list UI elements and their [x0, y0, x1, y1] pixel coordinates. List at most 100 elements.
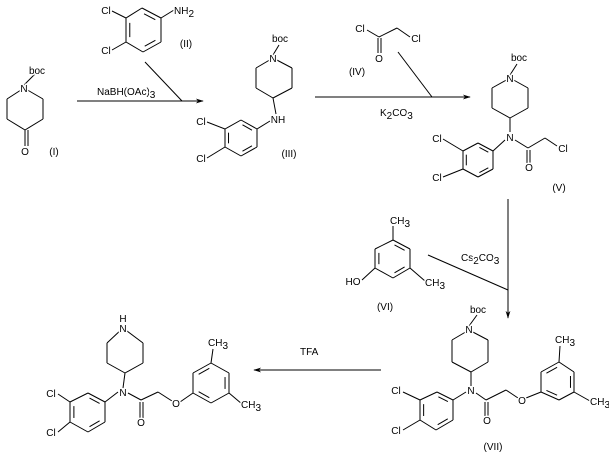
- subscript: 2: [473, 256, 479, 267]
- atom-o: O: [21, 147, 29, 158]
- reagent-step1: NaBH(OAc)3: [97, 87, 156, 101]
- bond: [122, 372, 126, 389]
- compound-label: (IV): [349, 67, 365, 78]
- atom-cl: Cl: [46, 428, 55, 439]
- subscript: 3: [222, 341, 228, 352]
- atom-ch3: CH3: [208, 338, 228, 352]
- bond: [468, 314, 478, 327]
- atom-n: N: [506, 74, 513, 85]
- ring-bond: [558, 391, 575, 401]
- atom-nh2: NH2: [174, 6, 194, 20]
- compound-label: (III): [282, 149, 297, 160]
- compound-final: H N N Cl Cl O O CH3 CH3: [45, 313, 263, 441]
- reagent-line: [427, 254, 509, 291]
- atom-o: O: [375, 54, 383, 65]
- atom-ch: CH: [241, 400, 255, 411]
- bond: [475, 392, 487, 401]
- ring-bond: [435, 419, 454, 431]
- atom-ch: CH: [555, 335, 569, 346]
- bond: [573, 391, 591, 402]
- reagent-text: CO: [392, 108, 407, 119]
- bond: [492, 139, 506, 152]
- compound-label: (II): [180, 39, 192, 50]
- atom-cl: Cl: [432, 173, 441, 184]
- double-bond: [198, 367, 210, 375]
- bond: [402, 419, 421, 431]
- atom-cl: Cl: [101, 46, 110, 57]
- ring-bond: [272, 87, 293, 99]
- bond: [409, 267, 426, 282]
- atom-n: N: [269, 54, 276, 65]
- atom-n: N: [467, 386, 474, 397]
- bond: [509, 63, 518, 76]
- double-bond: [144, 39, 156, 47]
- subscript: 2: [387, 111, 393, 122]
- bond: [442, 168, 464, 178]
- atom-boc: boc: [272, 34, 288, 45]
- double-bond: [198, 391, 210, 399]
- reagent-step3: Cs2CO3: [461, 253, 500, 267]
- compound-III: boc N NH Cl Cl (III): [195, 33, 298, 167]
- atom-boc: boc: [511, 53, 527, 64]
- atom-cl: Cl: [101, 6, 110, 17]
- ring-bond: [125, 41, 144, 53]
- atom-cl: Cl: [391, 426, 400, 437]
- bond: [57, 421, 71, 433]
- ring-bond: [122, 327, 144, 344]
- double-bond: [394, 244, 405, 251]
- subscript: 3: [404, 219, 410, 230]
- reagent-text: Cs: [461, 253, 473, 264]
- atom-o: O: [483, 416, 491, 427]
- reagent-line: [144, 61, 183, 102]
- atom-ch: CH: [390, 216, 404, 227]
- compound-VII: boc N N Cl Cl O O CH3 CH3 (VII): [390, 304, 609, 455]
- compound-I: boc N O (I): [19, 65, 60, 160]
- ring-bond: [210, 362, 230, 374]
- ring-bond: [6, 118, 26, 131]
- subscript: 3: [439, 281, 445, 292]
- bond: [272, 97, 277, 115]
- bond: [127, 392, 142, 401]
- reagent-text: K: [380, 108, 387, 119]
- atom-cl: Cl: [411, 34, 420, 45]
- double-bond: [546, 390, 558, 396]
- bond: [210, 348, 214, 364]
- ring-bond: [392, 239, 411, 250]
- atom-cl: Cl: [355, 24, 364, 35]
- ring-bond: [491, 107, 511, 119]
- atom-n: N: [20, 84, 27, 95]
- ring-bond: [374, 267, 394, 279]
- double-bond: [89, 420, 100, 428]
- atom-n: N: [506, 133, 513, 144]
- atom-boc: boc: [470, 305, 486, 316]
- subscript: 3: [494, 256, 500, 267]
- ring-bond: [470, 361, 489, 373]
- ring-bond: [142, 41, 162, 53]
- bond: [442, 138, 464, 152]
- double-bond: [438, 396, 449, 402]
- bond: [544, 137, 558, 147]
- atom-ho: HO: [346, 277, 361, 288]
- compound-II: Cl Cl NH2 (II): [100, 5, 196, 59]
- compound-label: (V): [552, 183, 565, 194]
- arrow-layer: [77, 51, 511, 373]
- reagent-text: NaBH(OAc): [97, 87, 150, 98]
- atom-ch3: CH3: [425, 278, 445, 292]
- bond: [23, 73, 36, 86]
- reagent-step4: TFA: [300, 347, 319, 358]
- ring-bond: [125, 7, 143, 19]
- ring-bond: [558, 361, 575, 373]
- subscript: 3: [569, 338, 575, 349]
- bond: [179, 392, 194, 403]
- bond: [402, 391, 421, 401]
- atom-cl: Cl: [196, 154, 205, 165]
- reagent-step2: K2CO3: [380, 108, 413, 122]
- ring-bond: [509, 77, 529, 89]
- double-bond: [479, 147, 489, 153]
- ring-bond: [462, 168, 479, 178]
- double-bond: [143, 13, 156, 21]
- ring-bond: [477, 168, 494, 178]
- atom-cl: Cl: [391, 386, 400, 397]
- bond: [206, 121, 226, 130]
